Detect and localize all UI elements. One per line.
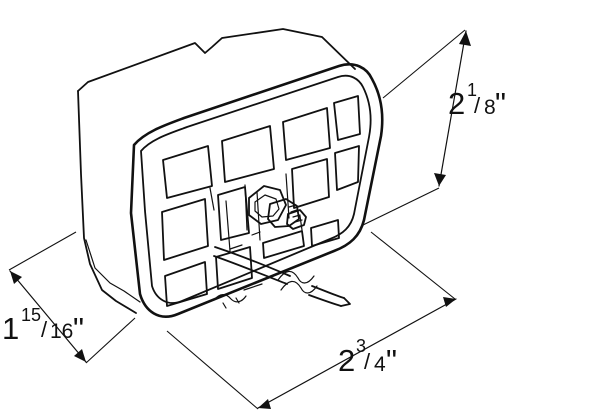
svg-text:/: / (474, 93, 481, 118)
svg-text:1: 1 (467, 80, 477, 100)
dimension-lines (8, 29, 471, 410)
terminal-stud (248, 185, 307, 230)
svg-text:4: 4 (374, 353, 386, 376)
svg-text:2: 2 (448, 86, 465, 121)
svg-text:8: 8 (484, 96, 496, 119)
dimension-label-height: 2 1 / 8 " (448, 80, 506, 121)
svg-text:/: / (41, 317, 48, 342)
dimension-label-width: 2 3 / 4 " (338, 336, 397, 378)
dimension-label-depth: 1 15 / 16 " (2, 305, 84, 346)
wire-cable (213, 246, 351, 309)
housing-back (77, 28, 356, 314)
svg-text:": " (495, 86, 506, 121)
svg-text:15: 15 (21, 305, 41, 325)
svg-text:": " (73, 311, 84, 346)
svg-text:": " (386, 343, 397, 378)
svg-text:3: 3 (356, 336, 366, 356)
svg-text:2: 2 (338, 343, 355, 378)
svg-text:/: / (364, 349, 371, 374)
front-grid (161, 95, 361, 307)
svg-text:1: 1 (2, 311, 19, 346)
svg-text:16: 16 (50, 320, 73, 343)
front-bezel (129, 63, 384, 318)
